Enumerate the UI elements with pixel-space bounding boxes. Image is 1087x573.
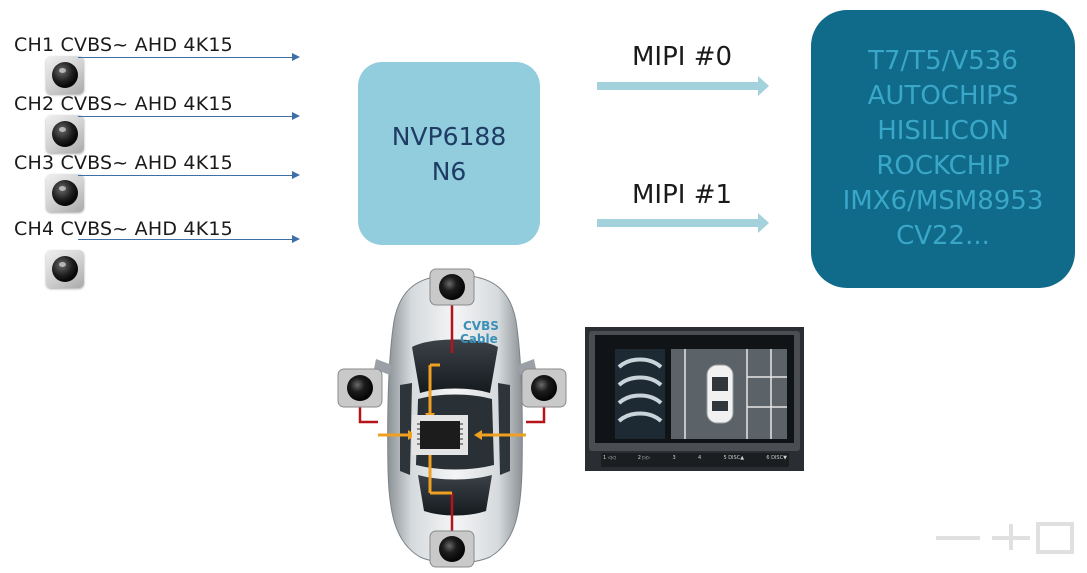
channel-label-ch2: CH2 CVBS~ AHD 4K15 <box>14 93 233 115</box>
rear-camera-icon <box>429 530 475 568</box>
camera-icon <box>46 115 84 153</box>
front-camera-icon <box>429 268 475 306</box>
display-illustration <box>585 327 804 471</box>
cable-label-line1: CVBS <box>463 319 499 333</box>
decoder-box: NVP6188 N6 <box>358 62 540 245</box>
watermark-logo-graphic <box>936 522 1074 554</box>
channel-label-ch3: CH3 CVBS~ AHD 4K15 <box>14 152 233 174</box>
soc-box: T7/T5/V536 AUTOCHIPS HISILICON ROCKCHIP … <box>811 10 1075 288</box>
soc-line: T7/T5/V536 <box>868 46 1018 76</box>
decoder-model: NVP6188 <box>391 121 507 151</box>
channel-arrow-ch1 <box>78 53 300 61</box>
preset-button-6[interactable]: 6 DISC▼ <box>766 455 787 461</box>
camera-icon <box>46 174 84 212</box>
mipi-label-1: MIPI #1 <box>632 180 733 210</box>
soc-line: AUTOCHIPS <box>867 81 1019 111</box>
preset-button-5[interactable]: 5 DISC▲ <box>723 455 745 461</box>
preset-button-3[interactable]: 3 <box>672 455 676 461</box>
watermark-logo <box>930 518 1080 568</box>
mipi-arrow-1 <box>597 213 769 233</box>
head-unit-display: 1 ◁◁ 2 ▷▷ 3 4 5 DISC▲ 6 DISC▼ <box>585 327 804 471</box>
soc-line: CV22... <box>896 221 990 251</box>
left-camera-icon <box>337 368 383 408</box>
camera-icon <box>46 56 84 94</box>
soc-line: HISILICON <box>877 116 1009 146</box>
channel-arrow-ch3 <box>78 171 300 179</box>
cvbs-cable-label: CVBS Cable <box>460 320 499 346</box>
camera-icon <box>46 250 84 288</box>
mipi-label-0: MIPI #0 <box>632 42 733 72</box>
channel-arrow-ch2 <box>78 112 300 120</box>
preset-button-2[interactable]: 2 ▷▷ <box>637 455 651 461</box>
soc-line: ROCKCHIP <box>876 151 1010 181</box>
preset-button-4[interactable]: 4 <box>697 455 702 461</box>
cable-label-line2: Cable <box>460 332 498 346</box>
mipi-arrow-0 <box>597 76 769 96</box>
channel-label-ch1: CH1 CVBS~ AHD 4K15 <box>14 34 233 56</box>
channel-label-ch4: CH4 CVBS~ AHD 4K15 <box>14 218 233 240</box>
right-camera-icon <box>521 368 567 408</box>
car-topview-illustration: CVBS Cable <box>330 265 580 569</box>
soc-line: IMX6/MSM8953 <box>842 186 1044 216</box>
decoder-variant: N6 <box>431 156 467 186</box>
channel-arrow-ch4 <box>78 235 300 243</box>
car-illustration <box>337 268 567 568</box>
display-button-row: 1 ◁◁ 2 ▷▷ 3 4 5 DISC▲ 6 DISC▼ <box>603 455 787 467</box>
preset-button-1[interactable]: 1 ◁◁ <box>603 455 616 461</box>
